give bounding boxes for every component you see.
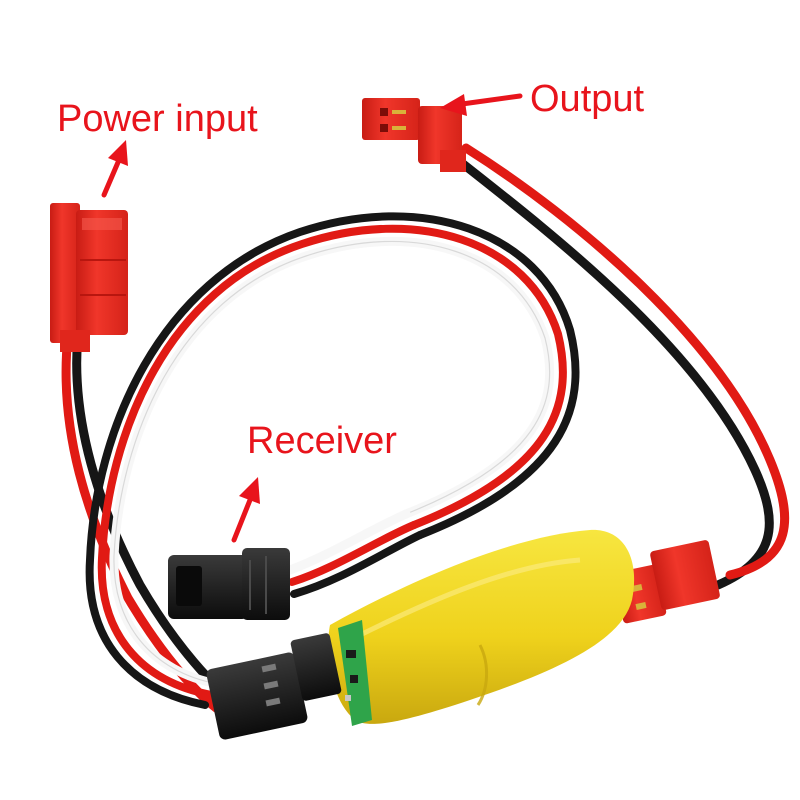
module-servo-plug [206, 633, 342, 740]
receiver-connector [168, 548, 290, 620]
output-label: Output [530, 78, 645, 120]
output-wire-pair [453, 143, 790, 590]
power-input-label: Power input [57, 98, 258, 140]
power-input-connector [50, 203, 128, 352]
arrow-up-right-icon [101, 140, 128, 198]
arrow-up-right-icon [231, 477, 260, 543]
output-connector [362, 98, 466, 172]
arrow-left-icon [440, 93, 523, 116]
receiver-label: Receiver [247, 420, 397, 462]
switch-module [328, 529, 635, 726]
